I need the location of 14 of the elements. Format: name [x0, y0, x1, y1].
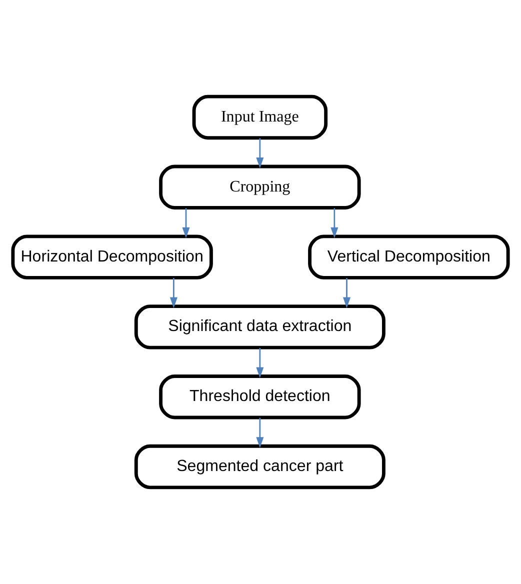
node-box: Vertical Decomposition — [308, 234, 510, 280]
node-box: Input Image — [192, 94, 328, 140]
node-box: Horizontal Decomposition — [11, 234, 213, 280]
node-box: Cropping — [159, 164, 361, 210]
arrow — [170, 278, 178, 308]
arrow — [330, 208, 338, 238]
arrow — [342, 278, 351, 308]
arrow — [256, 138, 264, 168]
arrow — [256, 348, 264, 378]
node-box: Significant data extraction — [134, 304, 386, 350]
node-box: Threshold detection — [159, 374, 361, 420]
arrow — [182, 208, 190, 238]
arrow — [256, 418, 264, 448]
node-box: Segmented cancer part — [134, 444, 386, 490]
